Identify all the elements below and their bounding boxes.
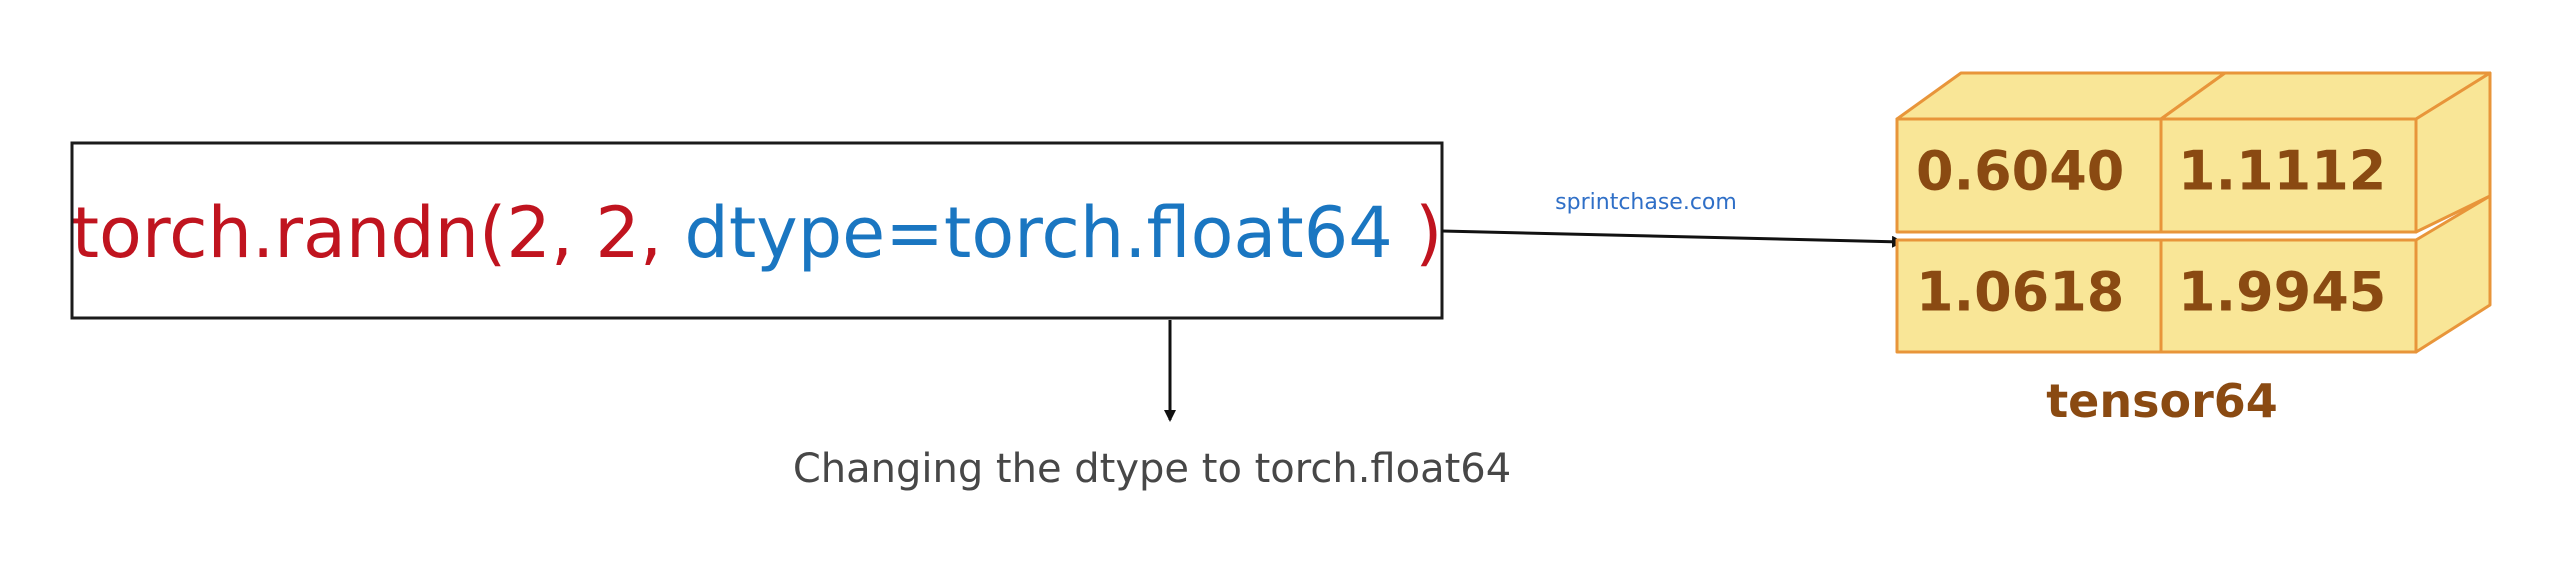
tensor-cell-1-0 bbox=[1895, 238, 2163, 354]
tensor-value-1-0: 1.0618 bbox=[1916, 261, 2124, 324]
tensor-cell-1-1 bbox=[2159, 238, 2418, 354]
code-dtype-text: dtype=torch.float64 bbox=[684, 192, 1392, 274]
tensor-cell-0-1 bbox=[2159, 117, 2418, 234]
tensor-label: tensor64 bbox=[2046, 374, 2278, 428]
tensor-value-0-0: 0.6040 bbox=[1916, 140, 2124, 203]
code-expression: torch.randn(2, 2, dtype=torch.float64 ) bbox=[72, 192, 1443, 274]
code-close-paren: ) bbox=[1415, 192, 1442, 274]
tensor-cell-0-0 bbox=[1895, 117, 2163, 234]
caption-text: Changing the dtype to torch.float64 bbox=[793, 446, 1511, 492]
tensor-cube bbox=[1895, 71, 2492, 354]
tensor-value-1-1: 1.9945 bbox=[2178, 261, 2386, 324]
code-call-text: torch.randn(2, 2, bbox=[72, 192, 685, 274]
watermark-text: sprintchase.com bbox=[1555, 190, 1737, 215]
tensor-value-0-1: 1.1112 bbox=[2178, 140, 2386, 203]
code-box bbox=[70, 141, 1444, 320]
output-arrow bbox=[1441, 229, 1904, 248]
